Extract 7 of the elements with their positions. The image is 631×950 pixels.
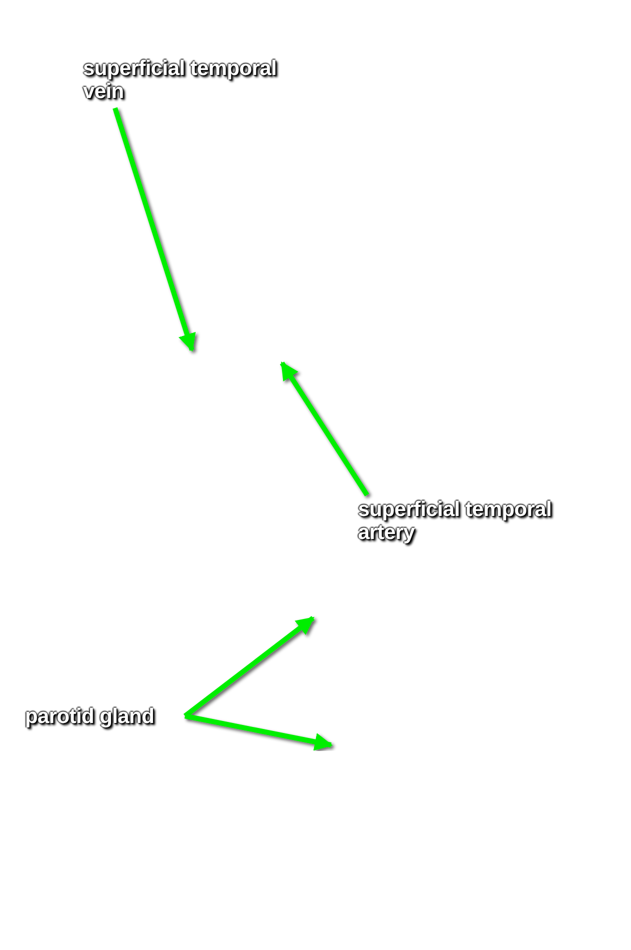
- leader-arrow: [280, 361, 370, 496]
- leader-arrow: [183, 616, 315, 718]
- leader-arrow: [184, 714, 333, 751]
- part-label: superficial temporal vein: [83, 57, 308, 103]
- part-label: superficial temporal artery: [358, 498, 598, 544]
- part-label: parotid gland: [25, 705, 154, 728]
- leader-arrow: [112, 107, 196, 352]
